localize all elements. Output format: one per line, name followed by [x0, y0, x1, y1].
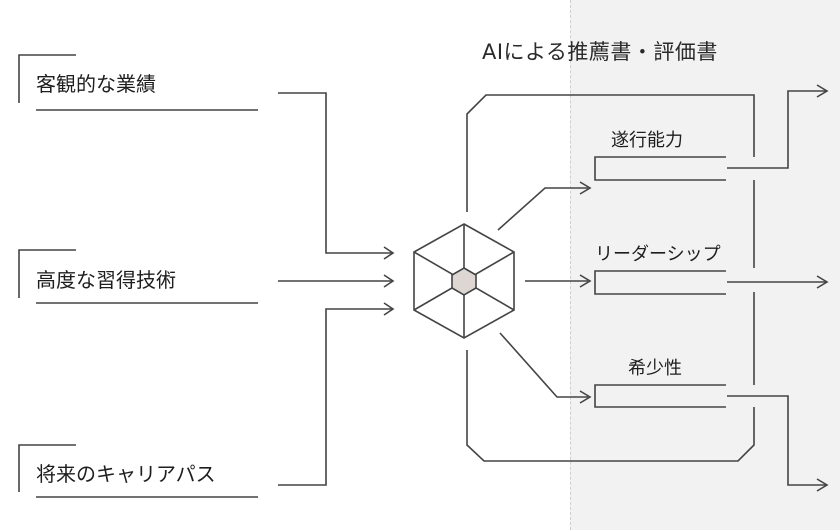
hexagon-engine-icon [413, 223, 515, 339]
output-label-leadership: リーダーシップ [595, 244, 721, 265]
panel-divider [570, 0, 571, 530]
loop-top [466, 94, 755, 212]
input-label-achievements: 客観的な業績 [36, 72, 156, 96]
diagram-title: AIによる推薦書・評価書 [482, 40, 718, 64]
ai-output-panel [570, 0, 840, 530]
input-bracket-skills [18, 249, 258, 304]
output-box-execution [594, 156, 726, 181]
connector-rarity [499, 332, 588, 398]
input-label-skills: 高度な習得技術 [36, 268, 176, 292]
input-bracket-career-path [18, 444, 258, 498]
exit-rarity [727, 395, 826, 486]
output-label-execution: 遂行能力 [611, 130, 683, 151]
output-box-leadership [594, 270, 726, 295]
arrowhead-1 [383, 246, 395, 260]
output-label-rarity: 希少性 [628, 358, 682, 379]
output-box-rarity [594, 384, 726, 408]
connector-execution [497, 187, 588, 231]
input-bracket-achievements [18, 54, 258, 111]
loop-bottom [466, 350, 755, 462]
connector-achievements [278, 92, 392, 254]
connector-career [278, 308, 392, 486]
arrowhead-2 [383, 274, 395, 288]
input-label-career-path: 将来のキャリアパス [36, 462, 216, 486]
arrowhead-3 [383, 302, 395, 316]
exit-execution [727, 90, 826, 169]
